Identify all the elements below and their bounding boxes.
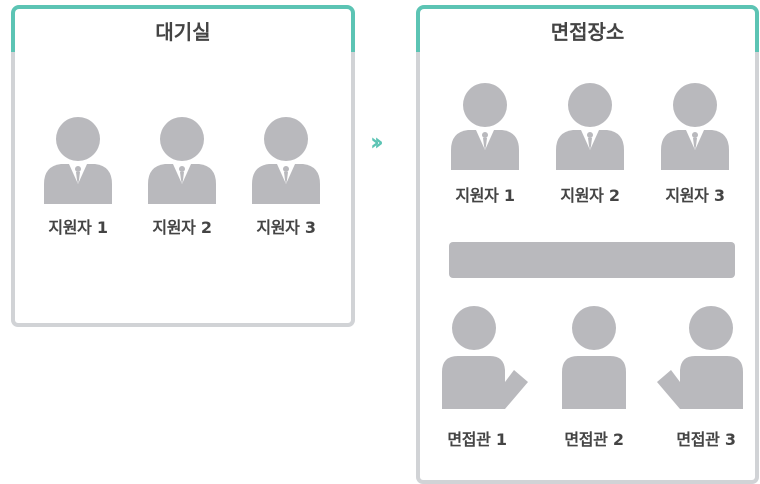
- applicant-icon: [661, 83, 729, 170]
- waiting-room-title: 대기실: [11, 5, 355, 52]
- interviewer-label: 면접관 3: [676, 430, 736, 449]
- applicant-label: 지원자 3: [665, 186, 725, 205]
- applicant-label: 지원자 1: [48, 218, 108, 237]
- interview-desk: [449, 242, 735, 278]
- applicant-label: 지원자 2: [560, 186, 620, 205]
- applicant-icon: [44, 117, 112, 204]
- interviewer-icon: [442, 306, 528, 409]
- applicant-icon: [556, 83, 624, 170]
- applicant-label: 지원자 3: [256, 218, 316, 237]
- applicant-label: 지원자 2: [152, 218, 212, 237]
- interviewer-icon: [562, 306, 626, 409]
- interview-room-title: 면접장소: [416, 5, 759, 52]
- interviewer-icon: [657, 306, 743, 409]
- applicant-label: 지원자 1: [455, 186, 515, 205]
- flow-arrow-icon: ››: [370, 128, 384, 156]
- applicant-icon: [252, 117, 320, 204]
- applicant-icon: [451, 83, 519, 170]
- applicant-icon: [148, 117, 216, 204]
- interviewer-label: 면접관 2: [564, 430, 624, 449]
- interviewer-label: 면접관 1: [447, 430, 507, 449]
